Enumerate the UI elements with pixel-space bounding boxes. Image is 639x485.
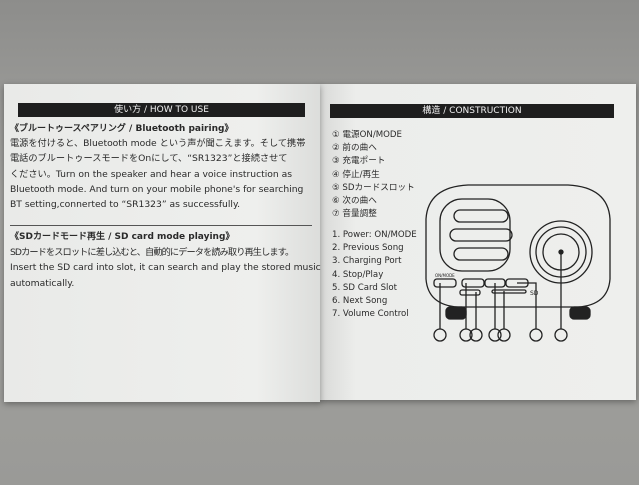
jp-parts-list: ① 電源ON/MODE ② 前の曲へ ③ 充電ポート ④ 停止/再生 ⑤ SDカ…	[332, 129, 415, 221]
speaker-diagram: ON/MODE SD	[425, 184, 611, 342]
how-to-use-header: 使い方 / HOW TO USE	[18, 103, 305, 117]
text-line: Insert the SD card into slot, it can sea…	[10, 262, 321, 274]
list-item: ② 前の曲へ	[332, 143, 377, 154]
bluetooth-heading: 《ブルートゥースペアリング / Bluetooth pairing》	[10, 124, 234, 134]
construction-header: 構造 / CONSTRUCTION	[330, 104, 614, 118]
text-line: SDカードをスロットに差し込むと、自動的にデータを読み取り再生します。	[10, 247, 294, 258]
list-item: 2. Previous Song	[332, 243, 404, 254]
text-line: ください。Turn on the speaker and hear a voic…	[10, 168, 293, 180]
list-item: ⑥ 次の曲へ	[332, 196, 377, 207]
list-item: 5. SD Card Slot	[332, 282, 398, 293]
divider	[10, 225, 312, 226]
list-item: ④ 停止/再生	[332, 169, 380, 180]
sd-instructions: SDカードをスロットに差し込むと、自動的にデータを読み取り再生します。 Inse…	[10, 245, 321, 291]
list-item: 7. Volume Control	[332, 309, 409, 320]
text-line: Bluetooth mode. And turn on your mobile …	[10, 183, 304, 195]
list-item: 1. Power: ON/MODE	[332, 230, 417, 240]
text-line: BT setting,connerted to “SR1323” as succ…	[10, 199, 241, 211]
left-page: 使い方 / HOW TO USE 《ブルートゥースペアリング / Bluetoo…	[4, 84, 321, 402]
list-item: ⑦ 音量調整	[332, 209, 377, 220]
on-mode-label: ON/MODE	[435, 273, 455, 278]
text-line: 電源を付けると、Bluetooth mode という声が聞こえます。そして携帯	[10, 138, 306, 149]
bluetooth-instructions: 電源を付けると、Bluetooth mode という声が聞こえます。そして携帯 …	[10, 136, 305, 212]
list-item: 6. Next Song	[332, 296, 388, 307]
right-page: 構造 / CONSTRUCTION ① 電源ON/MODE ② 前の曲へ ③ 充…	[318, 84, 636, 400]
en-parts-list: 1. Power: ON/MODE 2. Previous Song 3. Ch…	[332, 229, 417, 321]
list-item: ⑤ SDカードスロット	[332, 182, 415, 193]
list-item: 4. Stop/Play	[332, 269, 384, 280]
sd-heading: 《SDカードモード再生 / SD card mode playing》	[10, 232, 235, 242]
list-item: ③ 充電ポート	[332, 156, 386, 167]
text-line: automatically.	[10, 277, 75, 289]
text-line: 電話のブルートゥースモードをOnにして、“SR1323”と接続させて	[10, 153, 288, 165]
list-item: 3. Charging Port	[332, 256, 402, 267]
list-item: ① 電源ON/MODE	[332, 130, 402, 140]
sd-label: SD	[530, 290, 539, 297]
